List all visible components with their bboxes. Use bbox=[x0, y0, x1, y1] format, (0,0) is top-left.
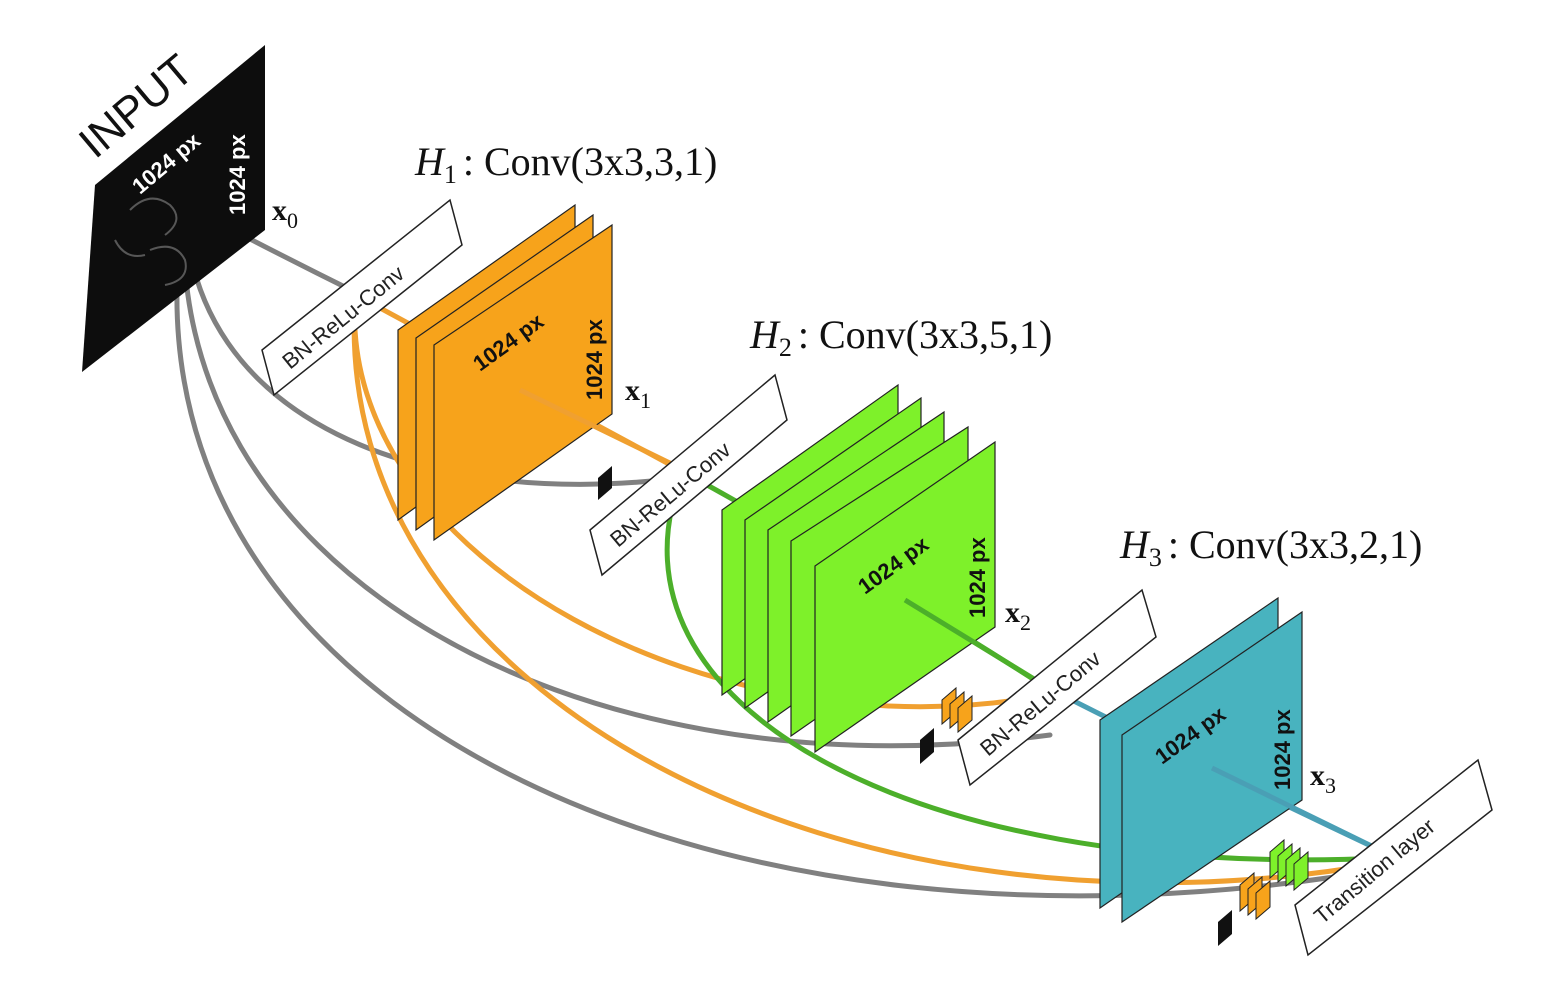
input-height-label: 1024 px bbox=[225, 134, 250, 215]
concat-x0-icon-1 bbox=[598, 466, 612, 500]
h1-feature-map-3 bbox=[433, 223, 613, 542]
h1-height-label: 1024 px bbox=[582, 319, 607, 400]
x0-label: x0 bbox=[272, 194, 298, 233]
h3-output-arrow bbox=[1210, 765, 1392, 858]
svg-text:BN-ReLu-Conv: BN-ReLu-Conv bbox=[605, 437, 735, 552]
connection-x1-to-block3 bbox=[352, 297, 1055, 710]
h3-feature-map-2 bbox=[1121, 610, 1303, 924]
h1-layer: 1024 px 1024 px bbox=[397, 203, 613, 542]
h2-output-arrow bbox=[903, 597, 1054, 693]
h2-title: H2: Conv(3x3,5,1) bbox=[749, 312, 1052, 362]
concat-icons-2 bbox=[920, 686, 973, 764]
svg-text:BN-ReLu-Conv: BN-ReLu-Conv bbox=[277, 261, 409, 374]
x3-label: x3 bbox=[1310, 759, 1336, 798]
h3-layer: 1024 px 1024 px bbox=[1099, 596, 1303, 924]
connection-x0-to-transition bbox=[174, 202, 1393, 899]
h2-layer: 1024 px 1024 px bbox=[721, 383, 996, 754]
h1-output-arrow bbox=[518, 387, 682, 471]
h1-title: H1: Conv(3x3,3,1) bbox=[414, 139, 717, 189]
input-image-texture bbox=[114, 197, 187, 286]
connection-x0-to-block3 bbox=[181, 202, 1053, 749]
concat-x0-icon-2 bbox=[920, 728, 934, 764]
h3-title: H3: Conv(3x3,2,1) bbox=[1119, 522, 1422, 572]
concat-x0-icon-3 bbox=[1218, 910, 1232, 946]
h2-feature-map-5 bbox=[814, 440, 996, 754]
input-image-group: INPUT 1024 px 1024 px bbox=[70, 45, 265, 372]
x2-label: x2 bbox=[1005, 596, 1031, 635]
concat-icons-3 bbox=[1218, 838, 1309, 946]
x1-label: x1 bbox=[625, 374, 651, 413]
h3-height-label: 1024 px bbox=[1270, 709, 1295, 790]
h2-height-label: 1024 px bbox=[965, 537, 990, 618]
connection-x0-to-block2 bbox=[182, 202, 683, 487]
